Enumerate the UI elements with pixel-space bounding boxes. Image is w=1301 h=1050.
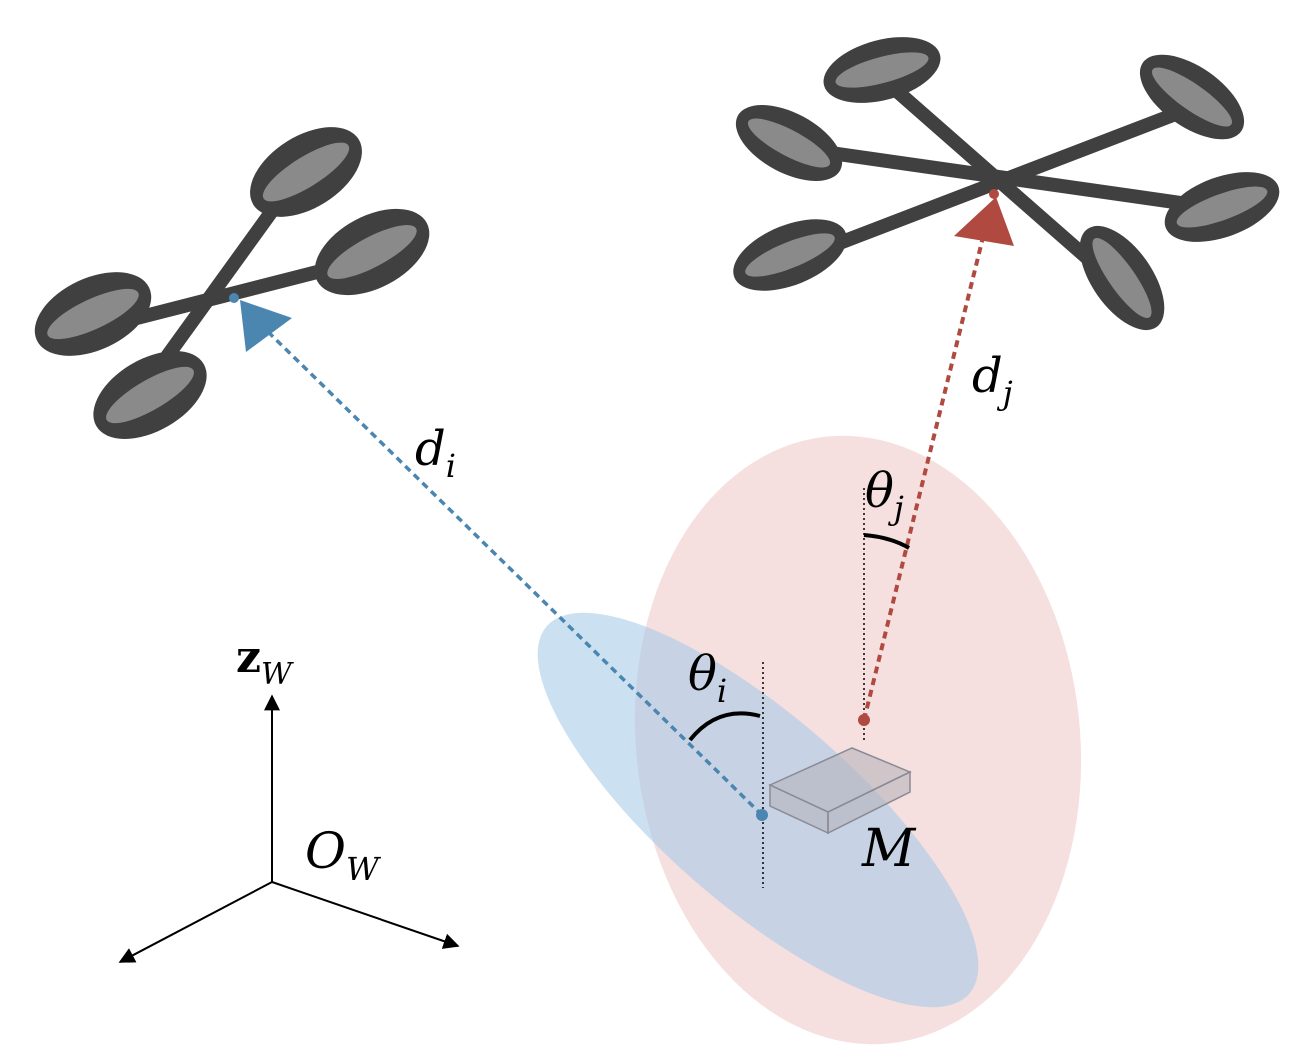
ground-point-i <box>756 809 768 821</box>
y-axis <box>271 881 460 949</box>
label-marker-m: M <box>861 819 917 879</box>
label-theta-i: θi <box>688 646 727 710</box>
drone-j-heading-arrow <box>954 197 1014 246</box>
drone-j <box>733 37 1280 331</box>
propeller-i-2 <box>93 351 207 439</box>
label-z-axis: zW <box>236 632 294 692</box>
propeller-i-4 <box>314 208 430 296</box>
drone-i <box>34 127 430 439</box>
x-axis <box>118 881 273 963</box>
label-theta-j: θj <box>865 463 904 527</box>
drone-j-center <box>989 189 999 199</box>
world-frame <box>118 694 460 963</box>
distance-line-j <box>862 224 988 721</box>
drone-i-heading-arrow <box>240 300 292 352</box>
propeller-j-6 <box>1079 225 1165 331</box>
distance-line-i <box>256 320 764 817</box>
propeller-j-4 <box>1164 172 1280 242</box>
label-d-i: di <box>415 421 456 485</box>
ground-point-j <box>858 714 870 726</box>
propeller-i-1 <box>34 272 152 356</box>
propeller-j-3 <box>735 105 843 181</box>
angle-arc-i <box>688 711 761 742</box>
propeller-j-5 <box>733 219 847 291</box>
propeller-i-3 <box>250 127 362 217</box>
label-d-j: dj <box>972 348 1013 412</box>
angle-arc-j <box>863 533 911 550</box>
marker-box <box>768 747 912 835</box>
label-origin: OW <box>305 822 382 888</box>
propeller-j-1 <box>823 37 941 103</box>
drone-i-center <box>229 293 239 303</box>
propeller-j-2 <box>1139 54 1245 140</box>
